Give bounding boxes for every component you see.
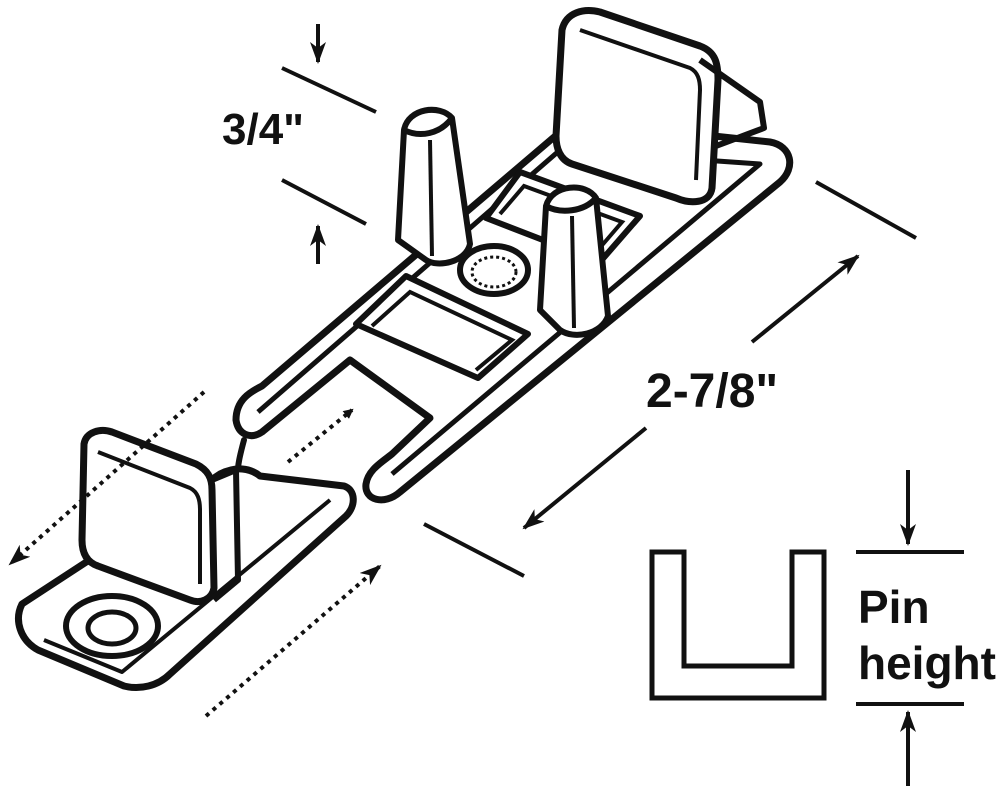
front-stop [15,427,357,691]
pin-height-label-line2: height [858,637,996,689]
rear-tab [552,7,767,206]
height-dimension-label: 3/4" [222,105,305,154]
right-pin [537,184,611,338]
stop-screw-hole [63,593,161,659]
pin-height-detail [649,549,827,701]
pin-height-dimension [856,470,964,786]
pin-height-label-line1: Pin [858,581,930,633]
height-dimension [281,24,377,264]
length-dimension [423,180,917,578]
screw-hole [457,243,531,297]
motion-arrows [8,390,382,718]
length-dimension-label: 2-7/8" [646,365,779,418]
left-pin [395,107,473,267]
